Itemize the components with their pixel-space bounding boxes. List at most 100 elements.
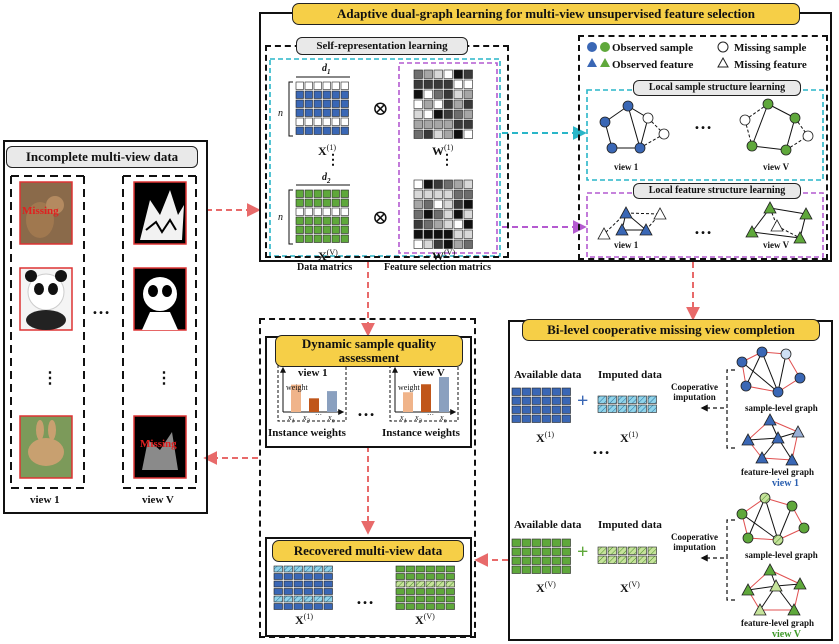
graph-edge: [647, 117, 665, 135]
graph-node-sample: [634, 142, 646, 154]
imputed-label-1: Imputed data: [598, 369, 662, 381]
x1-matrix-label: X(1): [318, 143, 336, 158]
local-sample-box: [586, 89, 824, 181]
dsqa-view1-label: view 1: [298, 367, 328, 379]
image-viewV-missing: [133, 415, 187, 479]
incomplete-data-panel: [3, 140, 208, 514]
image-viewV-edge: [133, 181, 187, 245]
vdots-view1: ⋮: [42, 370, 58, 387]
weight-label-1: weight: [286, 383, 308, 392]
otimes-1: ⊗: [372, 98, 389, 120]
legend-blue-circle: [587, 42, 597, 52]
feature-graph-label-1: feature-level graph: [741, 467, 815, 477]
graph-node-sample: [739, 114, 751, 126]
graph-edge: [761, 351, 779, 393]
incomplete-title: Incomplete multi-view data: [6, 146, 198, 168]
graph-node-sample: [798, 522, 810, 534]
graph-node-sample: [789, 112, 801, 124]
graph-node-feature: [787, 603, 801, 616]
graph-node-sample: [762, 98, 774, 110]
dsqa-title: Dynamic sample quality assessment: [275, 335, 463, 367]
left-view1-label: view 1: [30, 494, 60, 506]
bilevel-available-2: [511, 538, 571, 574]
graph-node-feature: [653, 207, 667, 220]
weight-bar: [309, 398, 319, 412]
missing-label-view1: Missing: [22, 205, 59, 217]
graph-node-sample: [786, 500, 798, 512]
n-label-1: n: [278, 108, 283, 119]
graph-edge: [764, 497, 779, 541]
adaptive-title: Adaptive dual-graph learning for multi-v…: [292, 3, 800, 25]
recovered-title: Recovered multi-view data: [272, 540, 464, 562]
x1-tick-1: x1: [288, 413, 295, 425]
graph-node-sample: [780, 144, 792, 156]
dots-tick-1: …: [315, 409, 322, 417]
graph-node-feature: [799, 207, 813, 220]
graph-node-feature: [615, 223, 629, 236]
graph-node-sample: [622, 100, 634, 112]
graph-node-sample: [736, 508, 748, 520]
vdots-w: ⋮: [440, 153, 454, 168]
dots-left: …: [92, 298, 110, 318]
graph-edge: [761, 457, 793, 461]
graph-node-feature: [785, 453, 799, 466]
bilevel-xV-available: X(V): [536, 580, 556, 595]
graph-edge: [747, 437, 779, 441]
graph-edge: [747, 585, 777, 591]
w1-matrix-label: W(1): [432, 143, 454, 158]
matrix-wV: [413, 179, 473, 249]
graph-node-feature: [745, 225, 759, 238]
bilevel-feature-graph-viewV: [741, 563, 807, 616]
dots-tick-2: …: [427, 409, 434, 417]
graph-edge: [745, 385, 779, 393]
recovered-x1-label: X(1): [295, 612, 313, 627]
matrix-x1: [295, 81, 349, 135]
sample-graph-label-1: sample-level graph: [745, 403, 818, 413]
selfrep-title: Self-representation learning: [296, 37, 468, 55]
graph-node-feature: [793, 577, 807, 590]
legend-missing-tri: [717, 56, 729, 68]
vdots-viewV: ⋮: [156, 370, 172, 387]
graph-node-sample: [606, 142, 618, 154]
graph-edge: [741, 513, 779, 541]
d2-label: d2: [322, 172, 331, 185]
x2-tick-1: x2: [303, 413, 310, 425]
available-label-2: Available data: [514, 519, 582, 531]
legend-observed-sample: Observed sample: [612, 42, 693, 54]
local-sample-graph-viewV: [739, 98, 814, 156]
graph-node-feature: [763, 201, 777, 214]
x2-tick-2: x2: [415, 413, 422, 425]
graph-node-sample: [780, 348, 792, 360]
legend-green-tri: [600, 58, 610, 67]
local-sample-graph-view1: [599, 100, 670, 154]
graph-node-feature: [763, 413, 777, 426]
available-label-1: Available data: [514, 369, 582, 381]
matrix-w1: [413, 69, 473, 139]
graph-node-feature: [755, 451, 769, 464]
local-feature-box: [586, 192, 824, 258]
xn-tick-2: xn: [440, 413, 447, 425]
legend-observed-feature: Observed feature: [612, 59, 694, 71]
recovered-xV-label: X(V): [415, 612, 435, 627]
imputed-label-2: Imputed data: [598, 519, 662, 531]
dots-recovered: …: [356, 588, 374, 608]
local-feature-graph-view1: [597, 206, 667, 240]
graph-edge: [785, 117, 796, 151]
bilevel-viewV-label: view V: [772, 629, 801, 640]
graph-edge: [777, 353, 787, 393]
graph-node-sample: [759, 492, 771, 504]
sample-view1-label: view 1: [614, 162, 639, 172]
weight-bar: [421, 384, 431, 412]
graph-edge: [751, 103, 769, 147]
graph-edge: [741, 361, 779, 393]
graph-node-feature: [763, 563, 777, 576]
fs-matrics-label: Feature selection matrics: [384, 262, 491, 273]
graph-node-feature: [639, 223, 653, 236]
dots-bilevel: …: [592, 438, 610, 458]
graph-node-feature: [769, 579, 783, 592]
bilevel-imputed-2: [597, 546, 657, 564]
graph-node-feature: [741, 433, 755, 446]
legend-blue-tri: [587, 58, 597, 67]
